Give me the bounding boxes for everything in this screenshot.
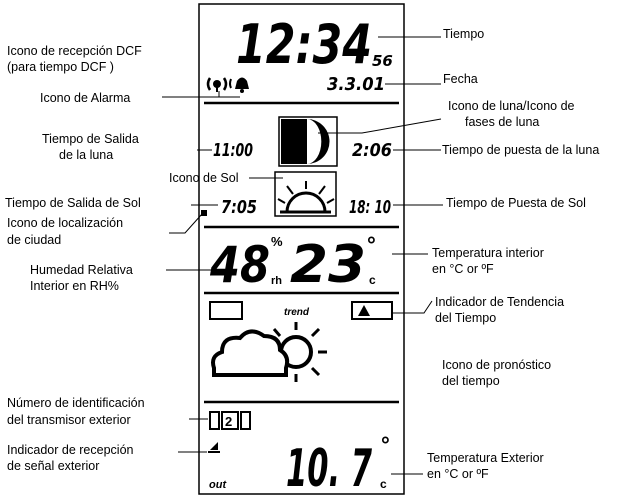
- label-moonrise-line1: Tiempo de Salida: [42, 132, 139, 146]
- humidity-rh-unit: rh: [271, 275, 282, 287]
- dcf-reception-icon: [206, 77, 228, 92]
- city-location-icon: [201, 210, 207, 216]
- label-forecast-line1: Icono de pronóstico: [442, 358, 552, 372]
- date-digits: 3.3.01: [327, 74, 385, 95]
- out-label: out: [209, 479, 227, 491]
- trend-up-arrow-icon: [351, 301, 393, 320]
- outdoor-celsius-unit: c: [380, 477, 387, 491]
- indoor-celsius-unit: c: [369, 273, 376, 287]
- moon-phase-icon: [278, 116, 338, 167]
- label-humidity-line2: Interior en RH%: [30, 279, 119, 293]
- outdoor-signal-icon: [208, 442, 220, 453]
- display-frame: [198, 3, 405, 495]
- label-signal-line2: de señal exterior: [7, 459, 100, 473]
- label-alarm: Icono de Alarma: [40, 91, 131, 105]
- sunset-digits: 18: 10: [349, 197, 391, 218]
- label-forecast-line2: del tiempo: [442, 374, 500, 388]
- label-trend-line1: Indicador de Tendencia: [435, 295, 565, 309]
- label-sunset: Tiempo de Puesta de Sol: [446, 196, 586, 210]
- outdoor-temp-digits: 10. 7: [286, 439, 372, 497]
- label-city-line1: Icono de localización: [7, 216, 124, 230]
- outdoor-degree-sign: °: [381, 432, 390, 457]
- humidity-digits: 48: [209, 236, 270, 294]
- transmitter-id-indicator: [209, 411, 251, 430]
- label-moonset: Tiempo de puesta de la luna: [442, 143, 600, 157]
- label-tx-id-line2: del transmisor exterior: [7, 413, 131, 427]
- humidity-percent-sign: %: [271, 234, 283, 249]
- label-dcf-line1: Icono de recepción DCF: [7, 44, 142, 58]
- moonrise-digits: 11:00: [213, 140, 253, 161]
- label-city-line2: de ciudad: [7, 233, 62, 247]
- label-sun-icon: Icono de Sol: [169, 171, 239, 185]
- label-trend-line2: del Tiempo: [435, 311, 497, 325]
- indoor-temp-digits: 23: [290, 235, 366, 295]
- sunrise-digits: 7:05: [221, 197, 257, 218]
- moonset-digits: 2:06: [352, 140, 392, 161]
- label-sunrise: Tiempo de Salida de Sol: [5, 196, 141, 210]
- label-date: Fecha: [443, 72, 478, 86]
- label-indoor-temp-line1: Temperatura interior: [432, 246, 544, 260]
- label-moon-line2: fases de luna: [465, 115, 540, 129]
- time-digits: 12:34: [236, 13, 372, 76]
- label-signal-line1: Indicador de recepción: [7, 443, 134, 457]
- label-tx-id-line1: Número de identificación: [7, 396, 145, 410]
- forecast-cloud-sun-icon: [211, 322, 327, 382]
- alarm-bell-icon: [229, 77, 249, 93]
- label-dcf-line2: (para tiempo DCF ): [7, 60, 114, 74]
- leader-lines: [162, 36, 443, 475]
- seconds-digits: 56: [372, 52, 393, 70]
- label-moonrise-line2: de la luna: [59, 148, 114, 162]
- transmitter-channel-number: 2: [225, 414, 232, 429]
- sun-icon: [274, 171, 337, 217]
- label-time: Tiempo: [443, 27, 485, 41]
- label-outdoor-temp-line2: en °C or ºF: [427, 467, 489, 481]
- label-moon-line1: Icono de luna/Icono de: [448, 99, 575, 113]
- trend-label: trend: [284, 307, 310, 318]
- label-outdoor-temp-line1: Temperatura Exterior: [427, 451, 544, 465]
- label-humidity-line1: Humedad Relativa: [30, 263, 133, 277]
- indoor-degree-sign: °: [367, 232, 376, 257]
- label-indoor-temp-line2: en °C or ºF: [432, 262, 494, 276]
- trend-left-box: [209, 301, 243, 320]
